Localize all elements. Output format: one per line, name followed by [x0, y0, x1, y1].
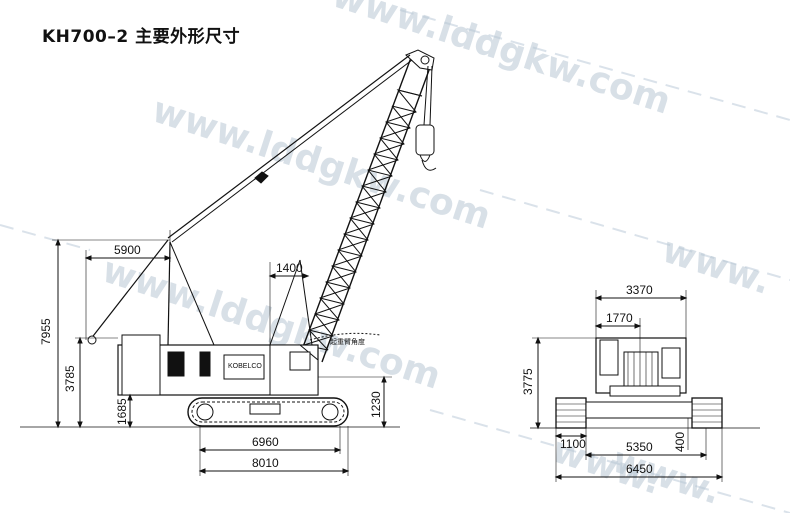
body-logo: KOBELCO — [228, 363, 262, 370]
crawler-track — [187, 397, 349, 427]
dim-label-3370: 3370 — [626, 283, 653, 297]
dim-label-1230: 1230 — [369, 391, 383, 418]
dim-label-8010: 8010 — [252, 456, 279, 470]
front-view-labels: 3370 1770 3775 1100 5350 6450 400 — [521, 283, 687, 476]
dim-label-1400: 1400 — [276, 261, 303, 275]
dim-label-3785: 3785 — [63, 365, 77, 392]
dim-label-1100: 1100 — [560, 437, 586, 451]
dim-label-1685: 1685 — [115, 398, 129, 425]
dim-label-6960: 6960 — [252, 435, 279, 449]
superstructure: KOBELCO — [87, 334, 319, 396]
front-view — [530, 290, 760, 482]
side-view-labels: 5900 1400 7955 3785 1685 1230 6960 8010 … — [39, 243, 383, 470]
side-view: KOBELCO — [20, 49, 437, 476]
watermark-text: www.lddgkw.com — [147, 90, 495, 238]
boom-angle-note: 起重臂角度 — [330, 337, 365, 346]
dim-label-5900: 5900 — [114, 243, 141, 257]
watermark-text: www. — [657, 230, 775, 303]
dim-label-5350: 5350 — [626, 440, 653, 454]
dim-label-3775: 3775 — [521, 368, 535, 395]
page-title: KH700–2 主要外形尺寸 — [42, 27, 241, 47]
dim-label-1770: 1770 — [606, 311, 633, 325]
dim-label-6450: 6450 — [626, 462, 653, 476]
lattice-boom — [299, 49, 435, 363]
watermark-text: www. — [607, 440, 725, 513]
dim-label-400: 400 — [673, 432, 687, 452]
dim-label-7955: 7955 — [39, 318, 53, 345]
watermark-text: www.lddgkw.com — [327, 0, 675, 123]
